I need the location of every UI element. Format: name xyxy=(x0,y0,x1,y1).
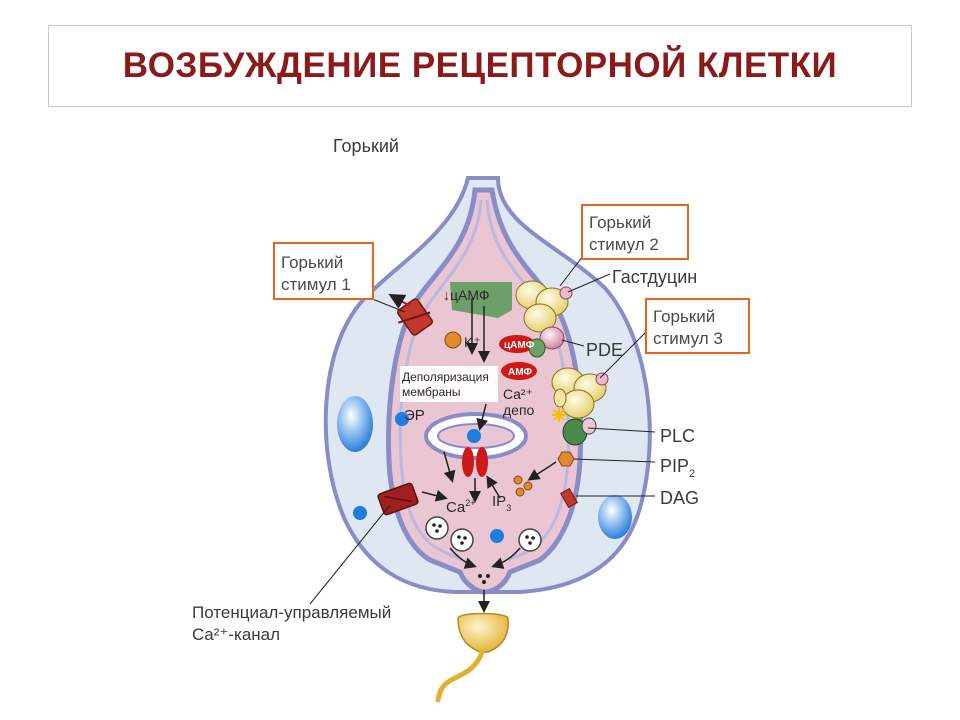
vesicle xyxy=(450,528,474,552)
depolarization-area xyxy=(400,366,498,402)
vesicle xyxy=(425,516,449,540)
title-frame: ВОЗБУЖДЕНИЕ РЕЦЕПТОРНОЙ КЛЕТКИ xyxy=(48,25,912,107)
support-ion-left xyxy=(337,396,373,452)
vesicle-arrow xyxy=(449,547,477,569)
gustducin-label: Гастдуцин xyxy=(612,267,697,287)
ip3-to-er-arrow xyxy=(486,475,501,499)
ip3-receptor-right xyxy=(476,447,488,477)
ca-channel-label: Потенциал-управляемый xyxy=(192,603,391,622)
ca-ion xyxy=(353,506,367,520)
er-release-arrow xyxy=(443,451,456,483)
support-ion-right xyxy=(598,495,632,539)
transmitter-dot xyxy=(482,580,486,584)
leader-line xyxy=(567,273,611,293)
gustducin-cluster xyxy=(515,280,573,358)
leader-line xyxy=(573,458,656,463)
ca-label: Ca2+ xyxy=(446,498,475,516)
camp-oval-label: цАМФ xyxy=(504,340,535,351)
pip2-molecule xyxy=(557,451,575,467)
stimulus-box-3 xyxy=(645,298,750,354)
stimulus-1-label: Горький xyxy=(281,253,343,272)
stimulus-2-label: стимул 2 xyxy=(589,235,659,254)
ip3-receptor-left xyxy=(462,447,474,477)
vesicle xyxy=(518,528,542,552)
camp-region xyxy=(450,282,512,318)
leader-line xyxy=(309,504,391,605)
stimulus-2-label: Горький xyxy=(589,213,651,232)
k-ion-label: K⁺ xyxy=(464,334,481,350)
ca-depot-label: депо xyxy=(503,402,535,418)
bitter-label: Горький xyxy=(333,136,399,156)
stimulus-box-2 xyxy=(581,204,689,260)
er-label: ЭР xyxy=(404,407,425,424)
k-efflux-arrow xyxy=(388,294,411,309)
pip2-label: PIP2 xyxy=(660,456,695,480)
dag-label: DAG xyxy=(660,488,699,508)
ip3-label: IP3 xyxy=(492,493,511,513)
leader-line xyxy=(599,327,651,379)
nerve-ending xyxy=(457,612,509,653)
dag-molecule xyxy=(559,487,579,509)
camp-decrease-label: ↓цАМФ xyxy=(443,287,490,303)
transmitter-dot xyxy=(478,574,482,578)
stimulus-box-1 xyxy=(273,242,374,300)
plc-label: PLC xyxy=(660,426,695,446)
stimulus-3-label: стимул 3 xyxy=(653,329,723,348)
amf-oval-label: АМФ xyxy=(508,367,533,378)
leader-line xyxy=(369,297,406,313)
plc-cluster xyxy=(551,367,609,446)
ca-ion xyxy=(395,412,409,426)
amf-oval xyxy=(501,362,537,380)
activation-spark xyxy=(552,408,566,422)
ip3-er-arrow xyxy=(476,403,489,431)
vesicle-arrow xyxy=(491,547,521,569)
ca-ion xyxy=(467,429,481,443)
pip-arrow xyxy=(527,461,557,481)
ca-ion xyxy=(490,529,504,543)
stimulus-3-label: Горький xyxy=(653,307,715,326)
ca-channel-label: Ca²⁺-канал xyxy=(192,625,280,644)
pde-label: PDE xyxy=(586,340,623,360)
slide-title: ВОЗБУЖДЕНИЕ РЕЦЕПТОРНОЙ КЛЕТКИ xyxy=(122,46,838,85)
transmitter-dot xyxy=(486,574,490,578)
stimulus-1-label: стимул 1 xyxy=(281,275,351,294)
leader-line xyxy=(587,427,656,433)
ca-influx-arrow xyxy=(421,489,448,502)
k-ion xyxy=(444,331,462,349)
leader-line xyxy=(561,339,585,347)
ip3-molecules xyxy=(513,475,533,497)
depolarization-label: Деполяризация xyxy=(402,370,489,384)
ca-depot-label: Ca²⁺ xyxy=(503,386,533,402)
nerve-fiber xyxy=(435,649,485,703)
depolarization-label: мембраны xyxy=(402,385,461,399)
camp-oval xyxy=(499,335,535,353)
